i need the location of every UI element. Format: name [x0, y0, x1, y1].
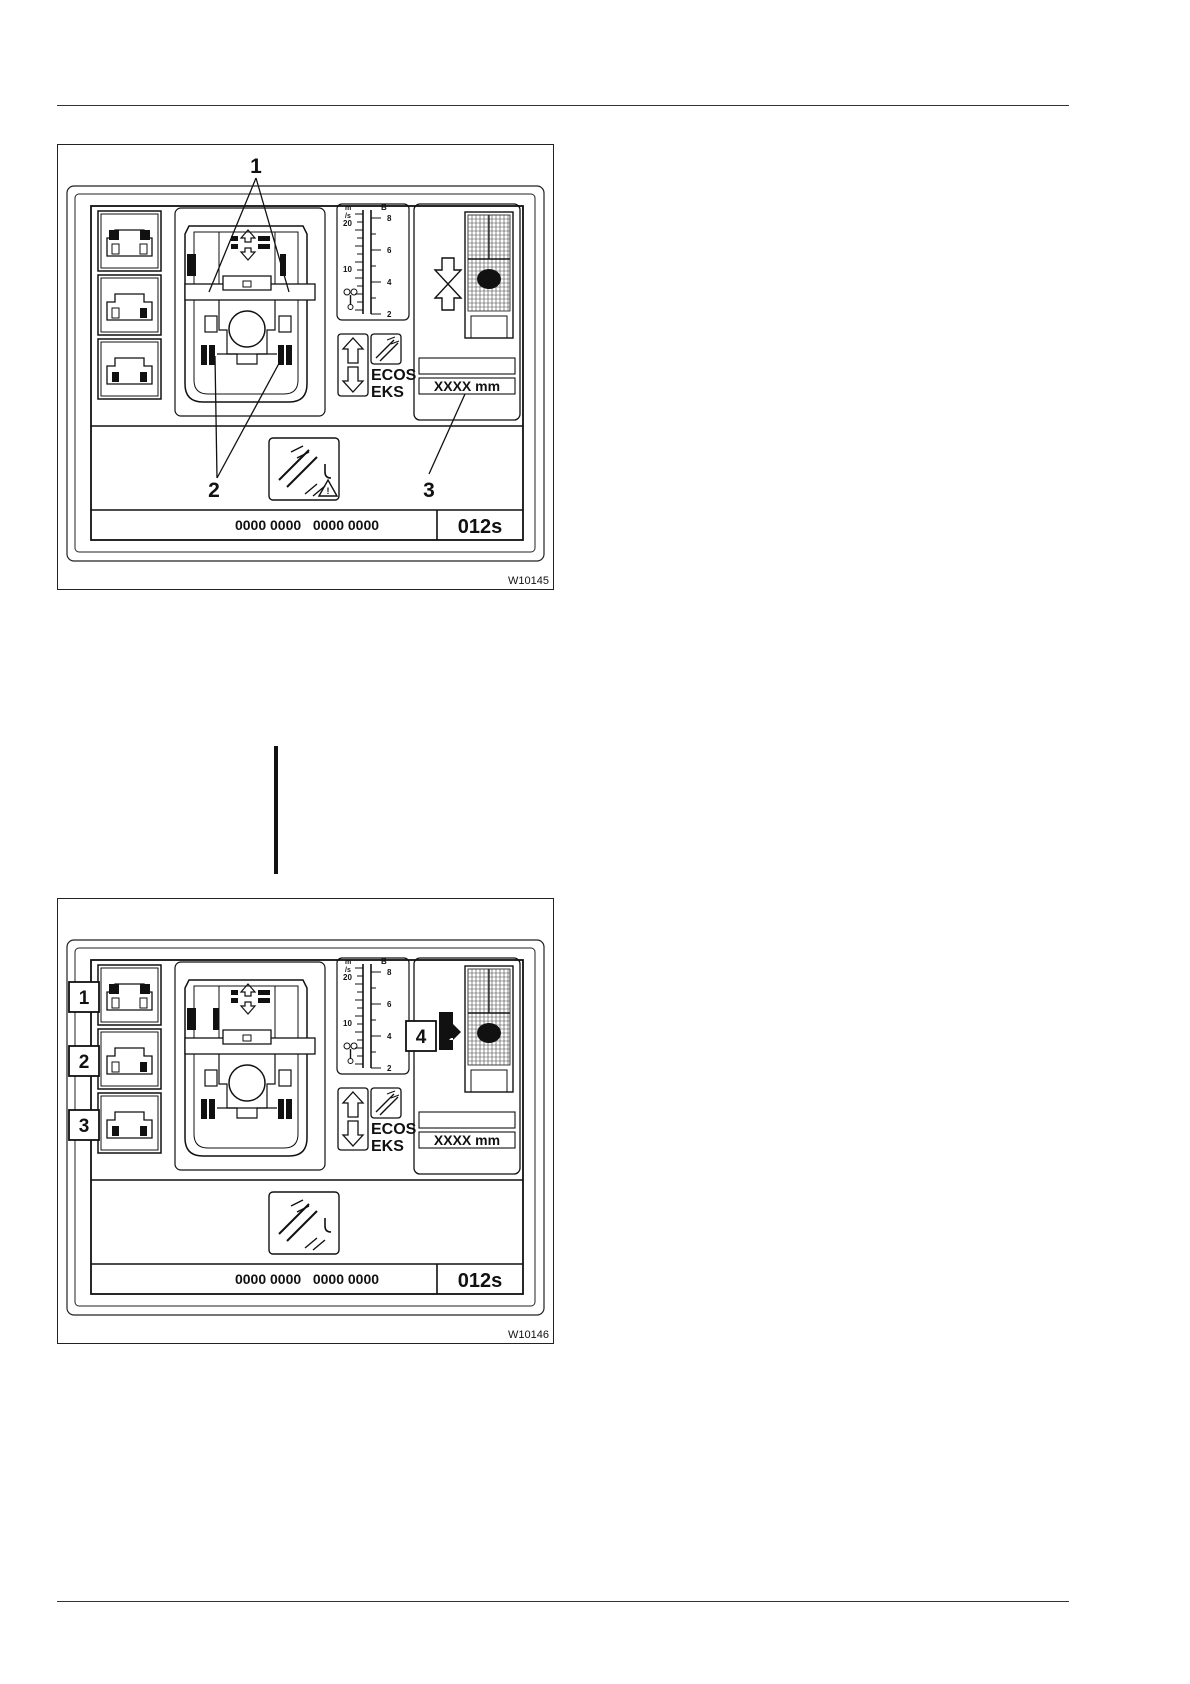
callout-box-1: 1	[69, 982, 99, 1012]
timer-readout: 012s	[458, 516, 503, 538]
callout-1: 1	[250, 155, 262, 178]
gauge-tick-2: 2	[387, 310, 392, 319]
figure-id: W10145	[508, 575, 549, 587]
svg-text:3: 3	[79, 1116, 90, 1137]
timer-readout: 012s	[458, 1270, 503, 1292]
odometer-readout: 0000 0000 0000 0000	[235, 1271, 379, 1287]
eks-label: EKS	[371, 1138, 404, 1155]
eks-label: EKS	[371, 384, 404, 401]
gauge-tick-20: 20	[343, 973, 352, 982]
header-rule	[57, 105, 1069, 106]
gauge-tick-6: 6	[387, 246, 392, 255]
svg-text:m: m	[345, 959, 351, 966]
ecos-label: ECOS	[371, 367, 417, 384]
gauge-b-label: B	[381, 957, 387, 966]
gauge-tick-6: 6	[387, 1000, 392, 1009]
footer-rule	[57, 1601, 1069, 1602]
change-bar	[274, 746, 278, 874]
gauge-b-label: B	[381, 203, 387, 212]
figure-display-w10146: m /s B 20 10 8 6 4 2 ECOS EKS	[57, 898, 554, 1344]
callout-box-3: 3	[69, 1110, 99, 1140]
gauge-tick-10: 10	[343, 265, 352, 274]
distance-readout: XXXX mm	[434, 378, 500, 394]
gauge-tick-4: 4	[387, 278, 392, 287]
ecos-label: ECOS	[371, 1121, 417, 1138]
callout-box-2: 2	[69, 1046, 99, 1076]
odometer-readout: 0000 0000 0000 0000	[235, 517, 379, 533]
callout-box-4: 4	[406, 1021, 436, 1051]
svg-text:1: 1	[79, 988, 90, 1009]
gauge-tick-8: 8	[387, 214, 392, 223]
distance-readout: XXXX mm	[434, 1132, 500, 1148]
svg-text:2: 2	[79, 1052, 90, 1073]
gauge-tick-8: 8	[387, 968, 392, 977]
figure-display-w10145: m /s B 20 10 8 6 4 2 ECOS EKS	[57, 144, 554, 590]
gauge-tick-4: 4	[387, 1032, 392, 1041]
svg-text:m: m	[345, 205, 351, 212]
gauge-tick-10: 10	[343, 1019, 352, 1028]
callout-2: 2	[208, 479, 220, 502]
gauge-tick-20: 20	[343, 219, 352, 228]
callout-3: 3	[423, 479, 435, 502]
svg-text:4: 4	[416, 1027, 427, 1048]
svg-text:!: !	[327, 486, 330, 496]
gauge-tick-2: 2	[387, 1064, 392, 1073]
figure-id: W10146	[508, 1329, 549, 1341]
